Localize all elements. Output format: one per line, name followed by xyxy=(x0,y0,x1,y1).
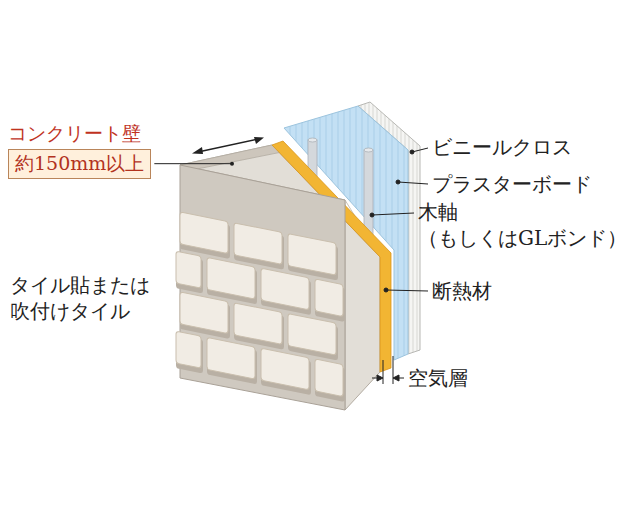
part-label: 木軸 （もしくはGLボンド） xyxy=(418,199,627,251)
tiles xyxy=(176,211,345,402)
insulation xyxy=(272,141,391,372)
concrete-front-face xyxy=(180,165,345,410)
concrete-top-face xyxy=(180,145,282,170)
dimension-arrow xyxy=(192,137,264,154)
part-label: ビニールクロス xyxy=(432,134,572,160)
part-label: 断熱材 xyxy=(432,278,492,304)
concrete-cut-face xyxy=(180,145,380,410)
finish-label: タイル貼または 吹付けタイル xyxy=(10,272,150,324)
part-label: プラスターボード xyxy=(432,171,592,197)
leader-lines xyxy=(154,162,234,166)
part-label: 空気層 xyxy=(408,365,468,391)
dimension-box: コンクリート壁約150mm以上 xyxy=(8,122,151,179)
leader-lines xyxy=(370,148,428,384)
dimension-label: 約150mm以上 xyxy=(8,149,151,179)
part-heading: コンクリート壁 xyxy=(8,122,151,145)
